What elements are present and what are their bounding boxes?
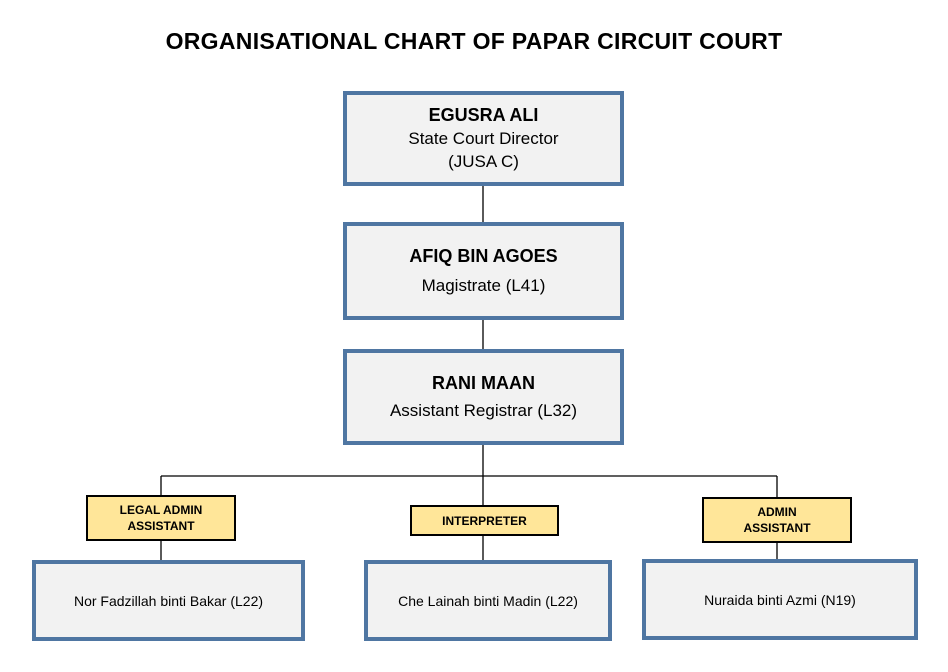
admin-assistant-label: ADMIN ASSISTANT	[702, 497, 852, 543]
registrar-name: RANI MAAN	[432, 373, 535, 393]
interpreter-label-line1: INTERPRETER	[442, 513, 527, 528]
interpreter-label: INTERPRETER	[410, 505, 559, 536]
director-box: EGUSRA ALI State Court Director (JUSA C)	[343, 91, 624, 186]
legal-admin-staff-box: Nor Fadzillah binti Bakar (L22)	[32, 560, 305, 641]
legal-admin-assistant-label: LEGAL ADMIN ASSISTANT	[86, 495, 236, 541]
director-role: State Court Director	[408, 129, 559, 148]
admin-staff-name: Nuraida binti Azmi (N19)	[704, 591, 856, 608]
registrar-role: Assistant Registrar (L32)	[389, 401, 578, 420]
director-name: EGUSRA ALI	[428, 105, 539, 125]
interpreter-staff-box: Che Lainah binti Madin (L22)	[364, 560, 612, 641]
director-grade: (JUSA C)	[448, 152, 519, 171]
legal-admin-label-line1: LEGAL ADMIN	[119, 503, 203, 517]
registrar-box: RANI MAAN Assistant Registrar (L32)	[343, 349, 624, 445]
legal-admin-label-line2: ASSISTANT	[127, 519, 195, 533]
magistrate-box: AFIQ BIN AGOES Magistrate (L41)	[343, 222, 624, 320]
chart-title: ORGANISATIONAL CHART OF PAPAR CIRCUIT CO…	[165, 28, 783, 54]
magistrate-role: Magistrate (L41)	[421, 276, 546, 295]
legal-admin-staff-name: Nor Fadzillah binti Bakar (L22)	[73, 592, 264, 609]
magistrate-name: AFIQ BIN AGOES	[409, 246, 558, 266]
admin-assistant-label-line1: ADMIN	[757, 505, 797, 519]
admin-staff-box: Nuraida binti Azmi (N19)	[642, 559, 918, 640]
interpreter-staff-name: Che Lainah binti Madin (L22)	[398, 592, 578, 609]
admin-assistant-label-line2: ASSISTANT	[743, 521, 811, 535]
